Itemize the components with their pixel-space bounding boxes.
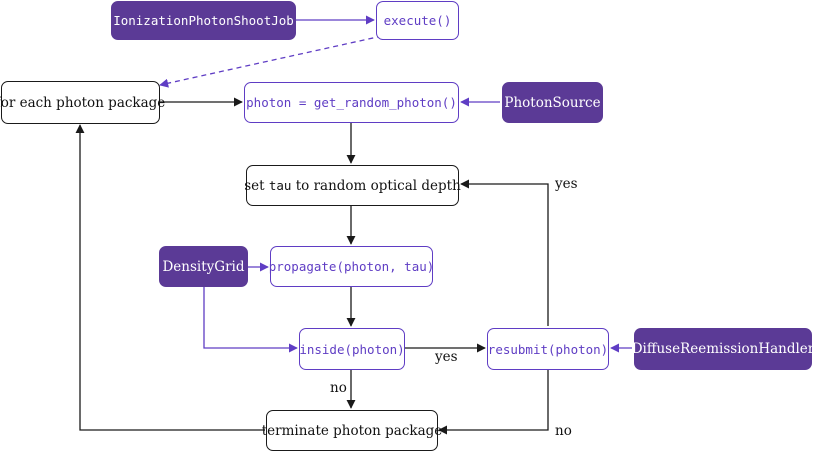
edge-resubmit-to-terminate — [438, 370, 549, 435]
propagate-node: propagate(photon, tau) — [268, 246, 435, 287]
ionization-photon-shoot-job-node: IonizationPhotonShootJob — [111, 1, 296, 40]
node-label: DiffuseReemissionHandler — [631, 341, 814, 357]
node-label: execute() — [383, 13, 452, 28]
node-label: terminate photon package — [261, 422, 443, 439]
node-label: propagate(photon, tau) — [268, 259, 435, 274]
node-label: resubmit(photon) — [487, 341, 609, 357]
terminate-photon-package-node: terminate photon package — [262, 410, 442, 451]
edge-label-resubmit-no: no — [555, 423, 572, 439]
node-label: set tau to random optical depth — [244, 178, 461, 194]
execute-node: execute() — [376, 1, 459, 40]
set-tau-variable: tau — [268, 177, 292, 193]
edge-label-inside-no: no — [330, 380, 347, 396]
edge-execute-to-loop — [159, 35, 383, 88]
diffuse-reemission-handler-node: DiffuseReemissionHandler — [631, 328, 814, 370]
get-random-photon-node: photon = get_random_photon() — [244, 82, 459, 123]
node-label: DensityGrid — [162, 258, 245, 275]
edge-label-resubmit-yes: yes — [555, 176, 578, 192]
set-tau-node: set tau to random optical depth — [244, 165, 461, 206]
node-label: photon = get_random_photon() — [246, 95, 457, 110]
photon-source-node: PhotonSource — [502, 82, 603, 123]
inside-node: inside(photon) — [299, 328, 405, 370]
edge-label-inside-yes: yes — [435, 349, 458, 365]
set-tau-suffix: to random optical depth — [291, 177, 461, 194]
node-label: inside(photon) — [299, 341, 405, 357]
density-grid-node: DensityGrid — [159, 246, 248, 287]
node-label: IonizationPhotonShootJob — [113, 13, 294, 28]
set-tau-prefix: set — [244, 177, 269, 194]
edge-resubmit-to-settau — [460, 179, 549, 326]
edge-terminate-to-loop — [75, 124, 265, 431]
for-each-photon-package-node: for each photon package — [0, 81, 165, 124]
edge-grid-to-inside — [203, 287, 298, 353]
resubmit-node: resubmit(photon) — [487, 328, 609, 370]
node-label: PhotonSource — [504, 94, 601, 111]
node-label: for each photon package — [0, 94, 166, 111]
